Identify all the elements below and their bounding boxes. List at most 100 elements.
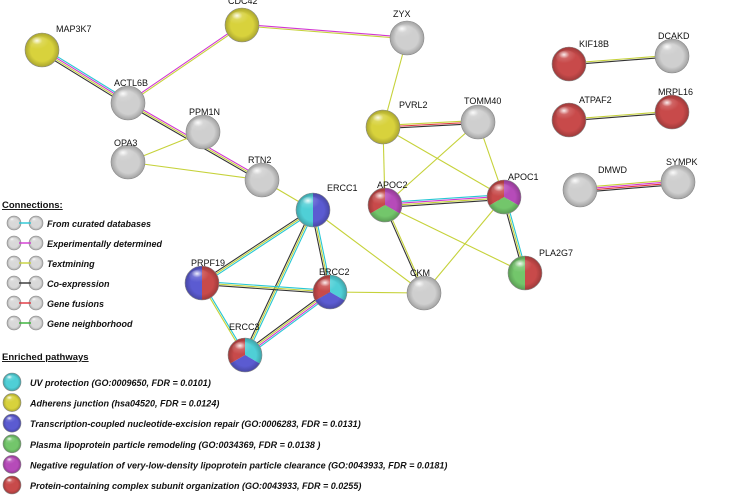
node-outline — [367, 187, 403, 223]
node-outline — [184, 265, 220, 301]
legend-connection-textmining: Textmining — [6, 255, 95, 271]
edge-line-experimental — [242, 23, 408, 38]
node-highlight — [512, 259, 533, 274]
node-apoc2[interactable] — [367, 187, 403, 223]
node-outline — [654, 94, 690, 130]
node-pvrl2[interactable] — [365, 109, 401, 145]
node-outline — [2, 413, 22, 433]
node-sympk[interactable] — [660, 164, 696, 200]
node-outline — [295, 192, 331, 228]
node-highlight — [317, 278, 338, 293]
edge-line-textmining — [201, 209, 314, 284]
edge-APOC2-PLA2G7 — [384, 204, 526, 274]
node-outline — [185, 114, 221, 150]
node-ercc1[interactable] — [295, 192, 331, 228]
node-outline — [2, 372, 22, 392]
legend: Connections: From curated databasesExper… — [2, 200, 447, 495]
node-mrpl16[interactable] — [654, 94, 690, 130]
legend-ball-left — [6, 215, 22, 231]
edge-ERCC1-ERCC3 — [243, 209, 315, 356]
node-highlight — [30, 277, 40, 284]
node-apoc1[interactable] — [486, 179, 522, 215]
node-ercc2[interactable] — [312, 274, 348, 310]
node-label: PRPF19 — [191, 258, 225, 268]
edge-line-textmining — [127, 161, 263, 181]
edge-line-curated — [245, 210, 315, 356]
node-dcakd[interactable] — [654, 38, 690, 74]
node-outline — [224, 7, 260, 43]
node-outline — [365, 109, 401, 145]
legend-pathway-label: UV protection (GO:0009650, FDR = 0.0101) — [30, 378, 211, 388]
node-label: ERCC1 — [327, 183, 358, 193]
edge-line-textmining — [384, 204, 526, 274]
node-highlight — [372, 191, 393, 206]
node-actl6b[interactable] — [110, 85, 146, 121]
edge-CDC42-ZYX — [241, 23, 408, 40]
node-opa3[interactable] — [110, 144, 146, 180]
node-outline — [551, 102, 587, 138]
node-highlight — [115, 148, 136, 163]
legend-pathway: UV protection (GO:0009650, FDR = 0.0101) — [2, 372, 211, 392]
node-ercc3[interactable] — [227, 337, 263, 373]
node-outline — [654, 38, 690, 74]
node-outline — [660, 164, 696, 200]
connections-title: Connections: — [2, 200, 63, 211]
node-label: MRPL16 — [658, 87, 693, 97]
legend-ball-right — [28, 275, 44, 291]
node-highlight — [190, 118, 211, 133]
node-label: DCAKD — [658, 31, 690, 41]
node-highlight — [232, 341, 253, 356]
node-label: ACTL6B — [114, 78, 148, 88]
node-atpaf2[interactable] — [551, 102, 587, 138]
edge-line-coexpression — [200, 208, 313, 283]
node-highlight — [30, 217, 40, 224]
node-rtn2[interactable] — [244, 162, 280, 198]
node-tomm40[interactable] — [460, 104, 496, 140]
edge-APOC1-CKM — [423, 196, 505, 294]
legend-ball-right — [28, 215, 44, 231]
node-highlight — [229, 11, 250, 26]
node-highlight — [556, 50, 577, 65]
node-kif18b[interactable] — [551, 46, 587, 82]
node-label: CDC42 — [228, 0, 258, 6]
legend-ball-left — [6, 275, 22, 291]
edge-line-coexpression — [201, 284, 330, 295]
node-outline — [2, 455, 22, 474]
legend-ball-right — [28, 295, 44, 311]
node-ppm1n[interactable] — [185, 114, 221, 150]
node-prpf19[interactable] — [184, 265, 220, 301]
node-pla2g7[interactable] — [507, 255, 543, 291]
legend-pathway-ball — [2, 372, 22, 392]
legend-pathway-label: Adherens junction (hsa04520, FDR = 0.012… — [29, 399, 219, 409]
node-highlight — [659, 98, 680, 113]
node-label: ZYX — [393, 9, 411, 19]
node-cdc42[interactable] — [224, 7, 260, 43]
node-ckm[interactable] — [406, 275, 442, 311]
legend-pathway-ball — [2, 413, 22, 433]
node-highlight — [300, 196, 321, 211]
node-outline — [406, 275, 442, 311]
node-outline — [227, 337, 263, 373]
edge-line-experimental — [127, 23, 242, 103]
edge-line-textmining — [382, 126, 505, 198]
node-dmwd[interactable] — [562, 172, 598, 208]
node-label: PPM1N — [189, 107, 220, 117]
node-highlight — [394, 24, 415, 39]
node-outline — [2, 393, 22, 412]
node-outline — [110, 144, 146, 180]
legend-connection-label: Gene neighborhood — [47, 319, 133, 329]
legend-pathway: Protein-containing complex subunit organ… — [2, 475, 361, 495]
edge-line-coexpression — [385, 198, 505, 208]
edge-line-textmining — [244, 290, 330, 355]
node-map3k7[interactable] — [24, 32, 60, 68]
node-outline — [2, 475, 22, 495]
node-highlight — [665, 168, 686, 183]
node-zyx[interactable] — [389, 20, 425, 56]
node-outline — [2, 434, 22, 454]
node-highlight — [5, 416, 17, 424]
node-highlight — [189, 269, 210, 284]
edge-line-textmining — [244, 209, 314, 356]
legend-connection-gene_neighborhood: Gene neighborhood — [6, 315, 133, 331]
legend-ball-left — [6, 315, 22, 331]
